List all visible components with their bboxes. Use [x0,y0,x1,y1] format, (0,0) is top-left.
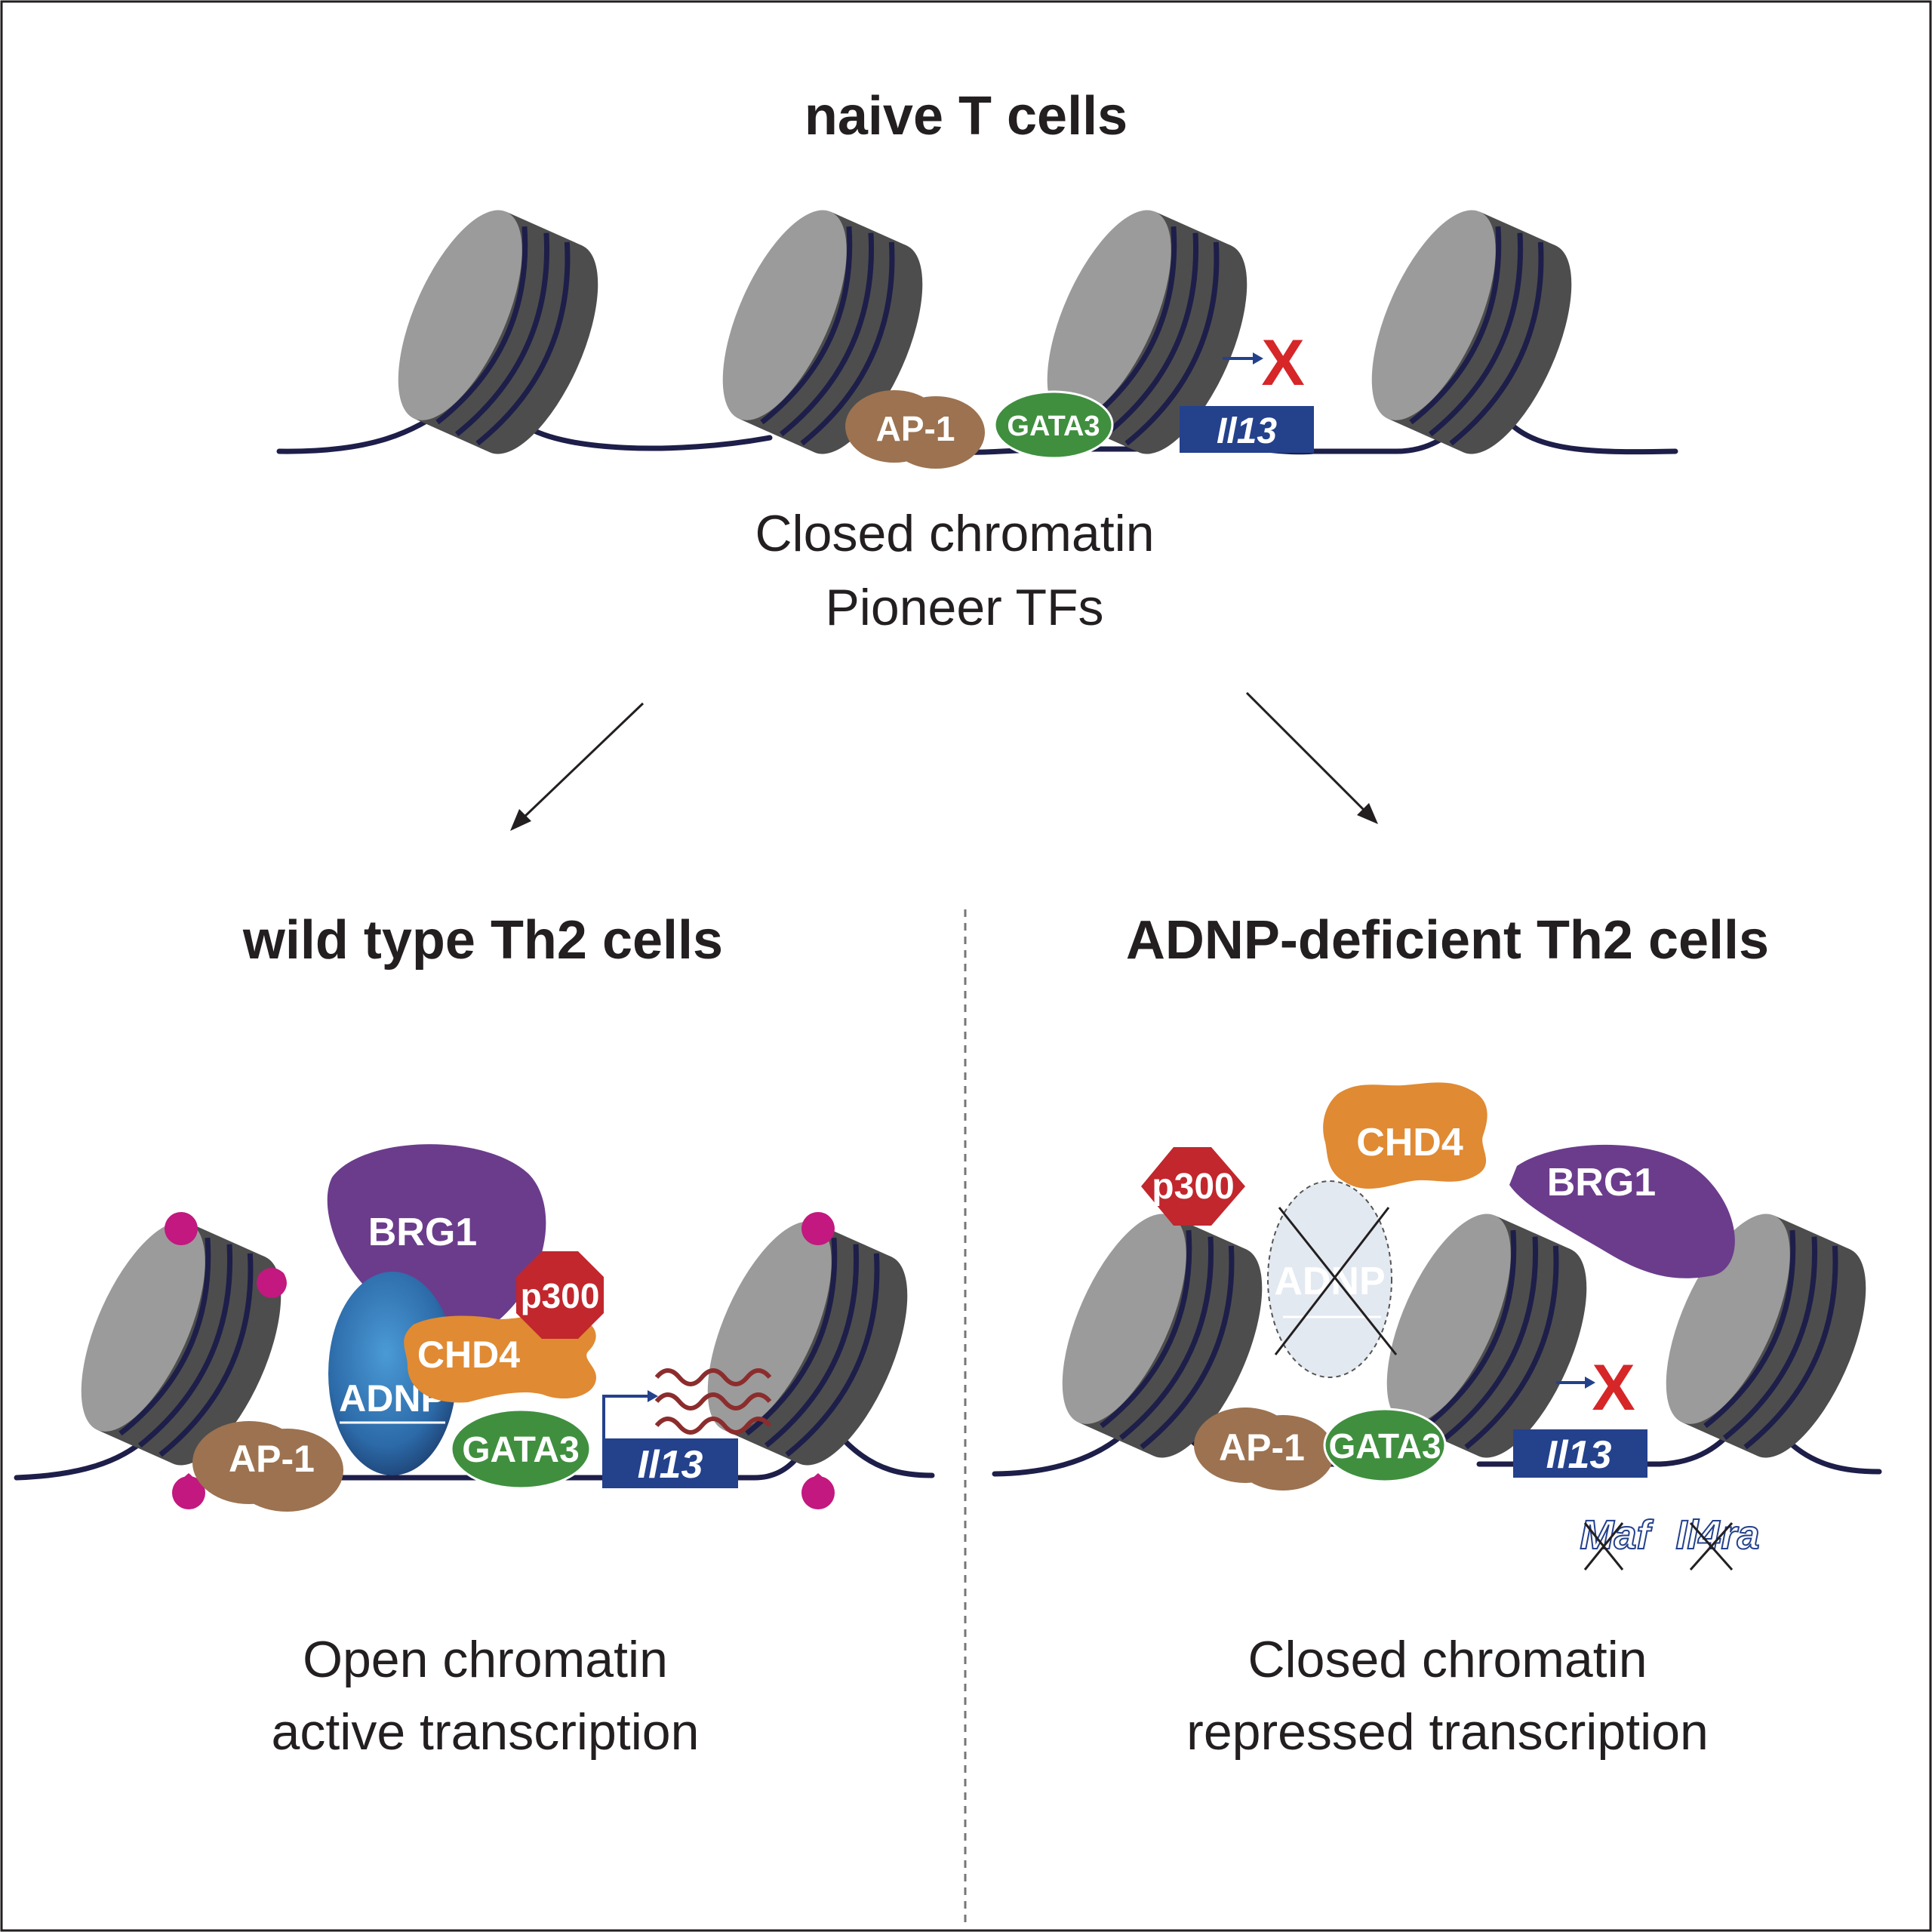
top-caption-line2: Pioneer TFs [825,579,1103,636]
right-caption-line2: repressed transcription [1186,1703,1709,1761]
brg1-label: BRG1 [368,1211,477,1254]
p300-protein: p300 [1141,1147,1245,1226]
arrow-to-adnp-deficient [1245,691,1378,824]
chd4-complex: CHD4 [1323,1082,1487,1189]
left-panel-title: wild type Th2 cells [242,910,723,971]
right-panel-title: ADNP-deficient Th2 cells [1126,910,1769,971]
top-title: naive T cells [804,86,1128,146]
tss-arrow [1223,352,1263,365]
maf-label: Maf [1580,1512,1654,1558]
histone-mark [165,1212,835,1509]
ap1-factor: AP-1 [192,1421,343,1512]
il4ra-gene-crossed: Il4ra [1675,1512,1761,1571]
gata3-factor: GATA3 [993,390,1114,460]
gata3-factor: GATA3 [1323,1407,1447,1483]
left-caption-line2: active transcription [272,1703,700,1761]
adnp-deficient-chromatin: CHD4 p300 BRG1 ADNP AP-1 GA [992,1082,1891,1571]
gata3-factor: GATA3 [450,1408,592,1490]
il13-label: Il13 [1217,411,1277,451]
p300-label: p300 [521,1276,600,1315]
maf-gene-crossed: Maf [1580,1512,1655,1571]
wild-type-chromatin: BRG1 ADNP CHD4 p300 AP-1 GATA3 [14,1144,933,1512]
chd4-label: CHD4 [417,1334,520,1376]
ap1-label: AP-1 [229,1438,315,1480]
ap1-factor: AP-1 [845,390,985,469]
adnp-missing: ADNP [1267,1180,1398,1378]
il13-label: Il13 [1546,1433,1612,1477]
tss-arrow [1556,1377,1595,1389]
il13-label: Il13 [638,1443,703,1487]
repressed-x-mark: X [1592,1352,1635,1424]
tss-arrow [602,1390,658,1438]
brg1-label: BRG1 [1547,1161,1656,1204]
il13-gene-box: Il13 [1513,1429,1647,1478]
il13-gene-box: Il13 [1180,406,1314,453]
ap1-label: AP-1 [1219,1426,1305,1469]
ap1-factor: AP-1 [1194,1407,1334,1491]
gata3-label: GATA3 [1328,1426,1441,1466]
chd4-label: CHD4 [1356,1121,1463,1164]
repressed-x-mark: X [1261,327,1304,399]
nucleosome [1346,193,1597,471]
il4ra-label: Il4ra [1675,1512,1759,1558]
il13-gene-box: Il13 [602,1438,738,1488]
transcript-waves [654,1368,772,1435]
ap1-label: AP-1 [876,409,955,448]
p300-protein: p300 [516,1251,604,1339]
gata3-label: GATA3 [462,1430,580,1470]
left-caption-line1: Open chromatin [303,1631,668,1688]
gata3-label: GATA3 [1007,411,1100,442]
naive-chromatin: AP-1 GATA3 Il13 X [276,193,1678,471]
arrow-to-wild-type [510,702,645,831]
right-caption-line1: Closed chromatin [1247,1631,1647,1688]
p300-label: p300 [1152,1167,1234,1207]
adnp-label: ADNP [1274,1260,1385,1303]
top-caption-line1: Closed chromatin [755,505,1154,562]
brg1-complex: BRG1 [1509,1144,1735,1278]
